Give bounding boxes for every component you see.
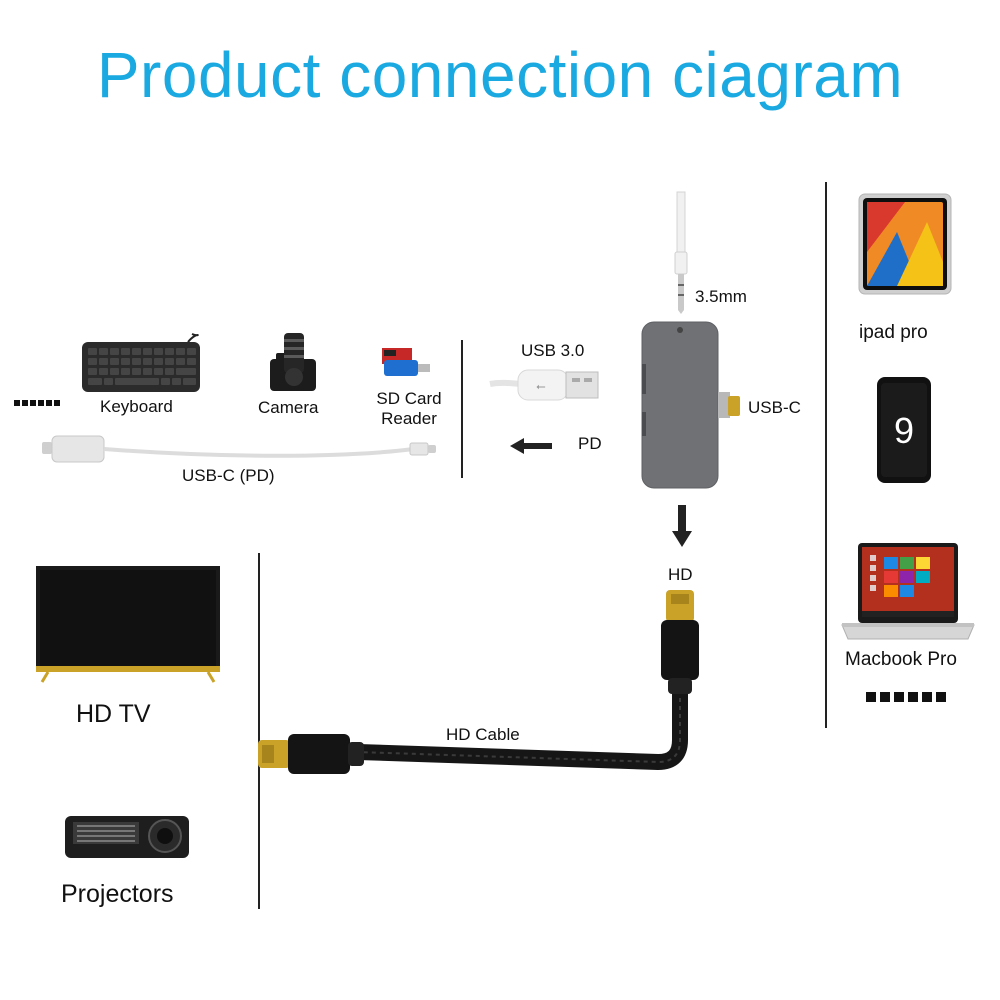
keyboard-label: Keyboard: [100, 397, 173, 416]
hd-cable-label: HD Cable: [446, 725, 520, 744]
divider-right-hosts: [825, 182, 827, 728]
camera-icon: [270, 333, 316, 391]
projectors-label: Projectors: [61, 880, 174, 908]
page-title: Product connection ciagram: [96, 39, 904, 111]
camera-label: Camera: [258, 398, 319, 417]
usb-c-hub-icon: [641, 321, 740, 489]
sd-card-reader-icon: [382, 348, 430, 376]
tv-icon: [36, 566, 220, 683]
keyboard-icon: [82, 333, 200, 392]
pd-arrow-icon: [510, 438, 552, 454]
hd-tv-label: HD TV: [76, 700, 151, 728]
hd-label: HD: [668, 565, 693, 584]
projector-icon: [65, 816, 189, 858]
ipad-pro-label: ipad pro: [859, 322, 928, 343]
hd-down-arrow-icon: [672, 505, 692, 547]
divider-left-peripherals: [461, 340, 463, 478]
usb-3-0-label: USB 3.0: [521, 341, 585, 360]
audio-3-5mm-label: 3.5mm: [695, 287, 747, 306]
sd-card-reader-label-line2: Reader: [381, 409, 437, 428]
macbook-pro-label: Macbook Pro: [845, 649, 957, 670]
svg-text:⭠: ⭠: [536, 379, 546, 393]
phone-icon: [877, 377, 931, 483]
more-devices-dots-left: [14, 400, 60, 406]
pd-label: PD: [578, 434, 602, 453]
more-devices-dots-right: [866, 692, 946, 702]
macbook-icon: [841, 543, 975, 640]
sd-card-reader-label: SD Card Reader: [370, 389, 448, 429]
usb-3-0-plug-icon: ⭠: [489, 369, 599, 401]
divider-display-outputs: [258, 553, 260, 909]
usb-c-pd-cable-icon: [42, 435, 436, 463]
sd-card-reader-label-line1: SD Card: [376, 389, 442, 408]
hd-cable-icon: [258, 590, 699, 774]
ipad-icon: [858, 193, 952, 295]
phone-screen-digit: 9: [893, 410, 915, 451]
usb-c-label: USB-C: [748, 398, 801, 417]
usb-c-pd-label: USB-C (PD): [182, 466, 275, 485]
audio-jack-icon: [674, 191, 688, 314]
